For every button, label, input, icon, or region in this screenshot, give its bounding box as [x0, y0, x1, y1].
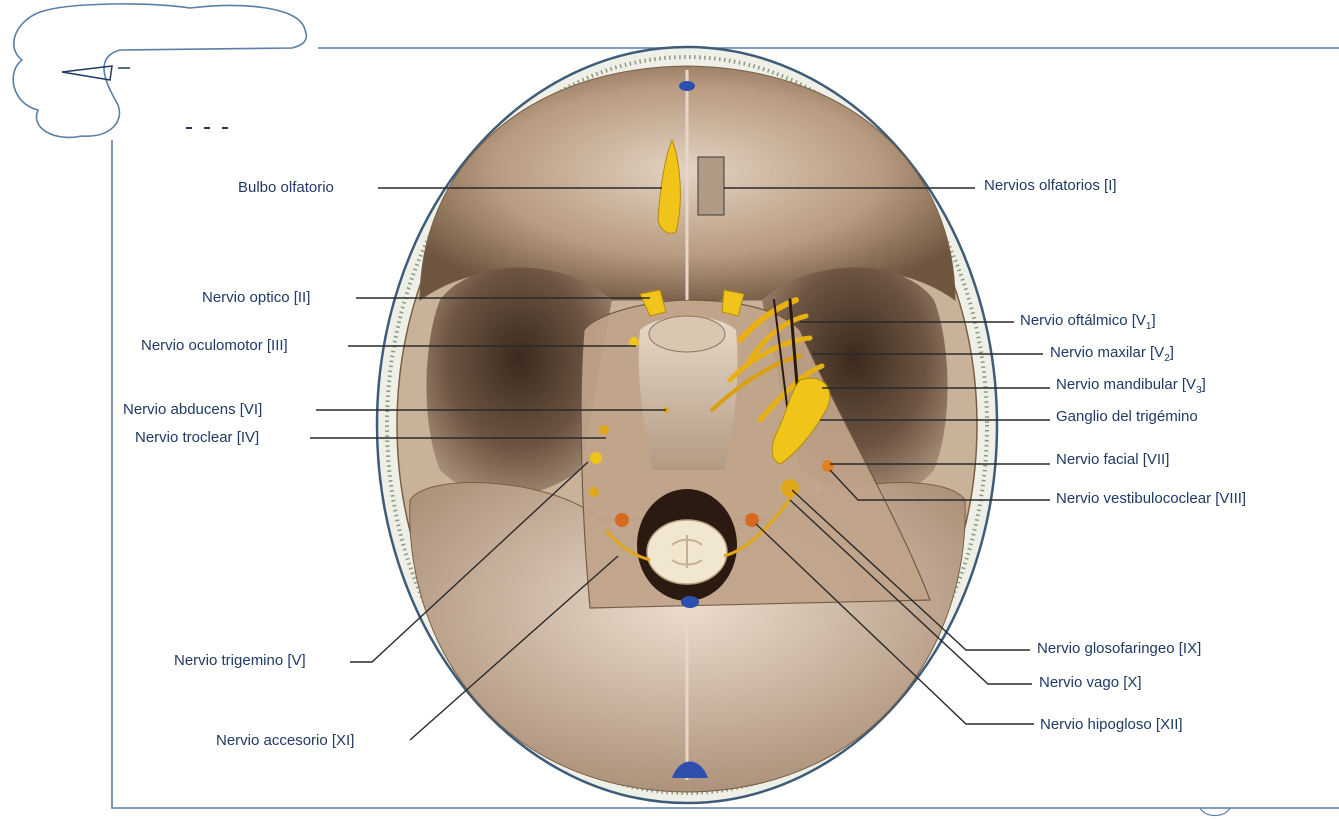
label-text: Nervio maxilar [V: [1050, 344, 1165, 361]
label-nervio-maxilar: Nervio maxilar [V2]: [1050, 344, 1174, 364]
label-nervios-olfatorios: Nervios olfatorios [I]: [984, 177, 1117, 194]
label-nervio-hipogloso: Nervio hipogloso [XII]: [1040, 716, 1183, 733]
label-nervio-oftalmico: Nervio oftálmico [V1]: [1020, 312, 1156, 332]
optic-nerve-right: [721, 289, 745, 317]
label-nervio-vestibulococlear: Nervio vestibulococlear [VIII]: [1056, 490, 1247, 507]
trigeminal-ganglion: [771, 377, 831, 465]
label-subscript: 3: [1196, 385, 1202, 396]
label-nervio-glosofaringeo: Nervio glosofaringeo [IX]: [1037, 640, 1202, 657]
speech-arrow-icon: [61, 65, 113, 81]
olfactory-bulb: [657, 138, 681, 234]
leader-lines: [310, 187, 1050, 741]
label-nervio-abducens: Nervio abducens [VI]: [123, 401, 263, 418]
label-subscript: 2: [1164, 353, 1170, 364]
label-nervio-vago: Nervio vago [X]: [1039, 674, 1142, 691]
label-nervio-oculomotor: Nervio oculomotor [III]: [141, 337, 288, 354]
label-ganglio-trigemino: Ganglio del trigémino: [1056, 408, 1198, 425]
label-bulbo-olfatorio: Bulbo olfatorio: [238, 179, 334, 196]
clivus: [638, 316, 738, 470]
speech-cloud-icon: [12, 3, 308, 139]
label-nervio-facial: Nervio facial [VII]: [1056, 451, 1170, 468]
label-close: ]: [1169, 344, 1174, 361]
figure-frame: [111, 47, 1339, 809]
label-subscript: 1: [1145, 321, 1152, 332]
trigeminal-complex: [710, 297, 825, 431]
label-nervio-optico: Nervio optico [II]: [202, 289, 311, 306]
label-text: Nervio mandibular [V: [1056, 376, 1197, 393]
label-nervio-accesorio: Nervio accesorio [XI]: [216, 732, 355, 749]
label-nervio-troclear: Nervio troclear [IV]: [135, 429, 260, 446]
label-close: ]: [1201, 376, 1206, 393]
label-close: ]: [1151, 312, 1156, 329]
olfactory-nerves-box: [697, 156, 725, 216]
skull-base: [375, 45, 999, 805]
middle-cranial-fossa-left: [426, 267, 612, 497]
label-nervio-mandibular: Nervio mandibular [V3]: [1056, 376, 1206, 396]
optic-nerve-left: [639, 289, 667, 317]
label-nervio-trigemino: Nervio trigemino [V]: [174, 652, 306, 669]
label-text: Nervio oftálmico [V: [1020, 312, 1146, 329]
